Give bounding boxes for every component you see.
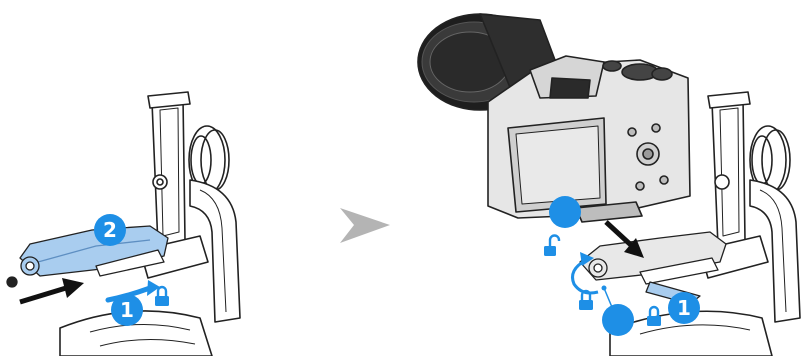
rotate-arrow-head bbox=[147, 280, 160, 296]
locked-padlock-icon bbox=[153, 285, 171, 308]
next-step-arrow-icon bbox=[340, 208, 390, 243]
step-badge-1-left: 1 bbox=[111, 294, 143, 326]
right-panel: 1 bbox=[417, 13, 801, 356]
quick-release-plate-right bbox=[579, 231, 727, 305]
callout-leader-dot bbox=[601, 285, 607, 291]
locked-padlock-icon-bottom-right bbox=[645, 305, 663, 328]
step-badge-1-right-label: 1 bbox=[677, 296, 691, 320]
step-badge-2: 2 bbox=[94, 214, 126, 246]
step-badge-1-left-label: 1 bbox=[120, 298, 134, 322]
step-badge-1-right: 1 bbox=[668, 292, 700, 324]
insert-arrow-icon bbox=[19, 278, 84, 305]
quick-release-plate bbox=[6, 225, 169, 288]
rotate-arrow-head-right bbox=[580, 252, 594, 266]
left-panel: 2 1 bbox=[6, 91, 241, 356]
unlocked-padlock-icon bbox=[542, 234, 561, 258]
gimbal-left-illustration bbox=[59, 91, 241, 356]
mount-point-marker-bottom bbox=[602, 304, 634, 336]
mount-point-marker-top bbox=[549, 196, 581, 228]
mount-arrow-icon bbox=[604, 220, 644, 258]
step-badge-2-label: 2 bbox=[103, 218, 117, 242]
camera-illustration bbox=[417, 13, 691, 223]
